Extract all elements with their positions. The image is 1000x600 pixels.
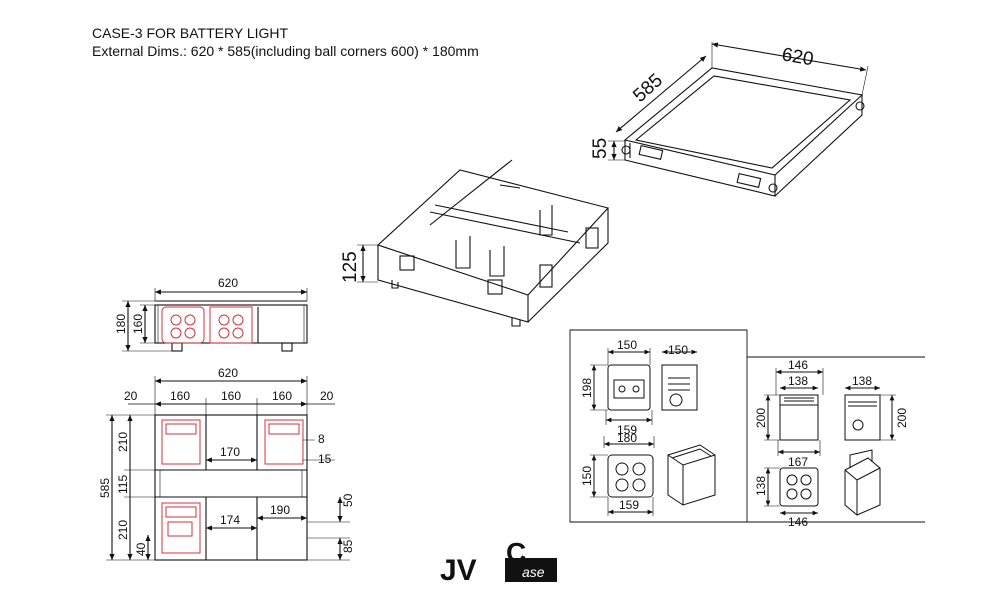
fixture-b-depth-167-label: 167 xyxy=(788,455,808,469)
top-width-label: 620 xyxy=(218,366,238,380)
top-gap-15-label: 15 xyxy=(318,452,332,466)
front-outer-height-label: 180 xyxy=(114,314,128,334)
fixture-panels-frame xyxy=(569,329,925,523)
fixture-a-width-top-label: 150 xyxy=(617,338,637,352)
fixture-b-top-depth-label: 138 xyxy=(754,476,768,496)
logo-badge-word: ase xyxy=(522,564,545,580)
top-dim-40-label: 40 xyxy=(134,542,148,556)
fixture-b-width-138-label: 138 xyxy=(788,374,808,388)
drawing-title: CASE-3 FOR BATTERY LIGHT xyxy=(92,25,289,41)
lid-height-label: 55 xyxy=(590,138,611,159)
base-isometric-view xyxy=(357,159,610,327)
top-view-fixtures xyxy=(161,419,304,554)
logo-badge-letter: C xyxy=(506,537,526,568)
fixture-a-side-width-label: 150 xyxy=(668,343,688,357)
top-dim-190-label: 190 xyxy=(270,503,290,517)
front-inner-height-label: 160 xyxy=(131,314,145,334)
top-col-2-label: 160 xyxy=(221,389,241,403)
top-depth-label: 585 xyxy=(98,478,112,498)
fixture-a-width-180-label: 180 xyxy=(617,431,637,445)
fixture-b-side-width-label: 138 xyxy=(852,374,872,388)
external-dimensions-note: External Dims.: 620 * 585(including ball… xyxy=(92,43,479,59)
fixture-b-height-right-label: 200 xyxy=(895,408,909,428)
fixture-a-top-depth-label: 150 xyxy=(580,466,594,486)
lid-isometric-view xyxy=(608,42,869,197)
fixture-b-width-146-label: 146 xyxy=(788,358,808,372)
brand-logo: JV C ase xyxy=(440,537,557,587)
top-dim-50-label: 50 xyxy=(341,493,355,507)
top-gap-8-label: 8 xyxy=(318,432,325,446)
top-row-top-label: 210 xyxy=(116,432,130,452)
top-dim-174-label: 174 xyxy=(220,513,240,527)
fixture-a-views xyxy=(590,348,716,516)
front-width-label: 620 xyxy=(218,276,238,290)
top-row-bottom-label: 210 xyxy=(116,520,130,540)
logo-badge xyxy=(505,558,557,582)
top-dim-85-label: 85 xyxy=(341,539,355,553)
top-col-3-label: 160 xyxy=(272,389,292,403)
logo-letters: JV xyxy=(440,554,477,587)
fixture-a-depth-159-label: 159 xyxy=(617,423,637,437)
top-right-margin-label: 20 xyxy=(320,389,334,403)
top-left-margin-label: 20 xyxy=(124,389,138,403)
top-view xyxy=(106,376,350,560)
fixture-b-views xyxy=(764,368,896,516)
fixture-a-height-label: 198 xyxy=(580,378,594,398)
top-row-middle-label: 115 xyxy=(116,475,130,494)
fixture-a-top-width-label: 159 xyxy=(619,498,639,512)
front-view xyxy=(122,288,308,352)
top-col-1-label: 160 xyxy=(170,389,190,403)
lid-width-label: 620 xyxy=(780,44,815,70)
top-gap-170-label: 170 xyxy=(220,445,240,459)
lid-depth-label: 585 xyxy=(629,70,667,107)
fixture-b-top-width-label: 146 xyxy=(788,515,808,529)
fixture-b-height-left-label: 200 xyxy=(754,408,768,428)
base-height-label: 125 xyxy=(340,251,361,283)
front-view-fixtures xyxy=(161,306,253,344)
